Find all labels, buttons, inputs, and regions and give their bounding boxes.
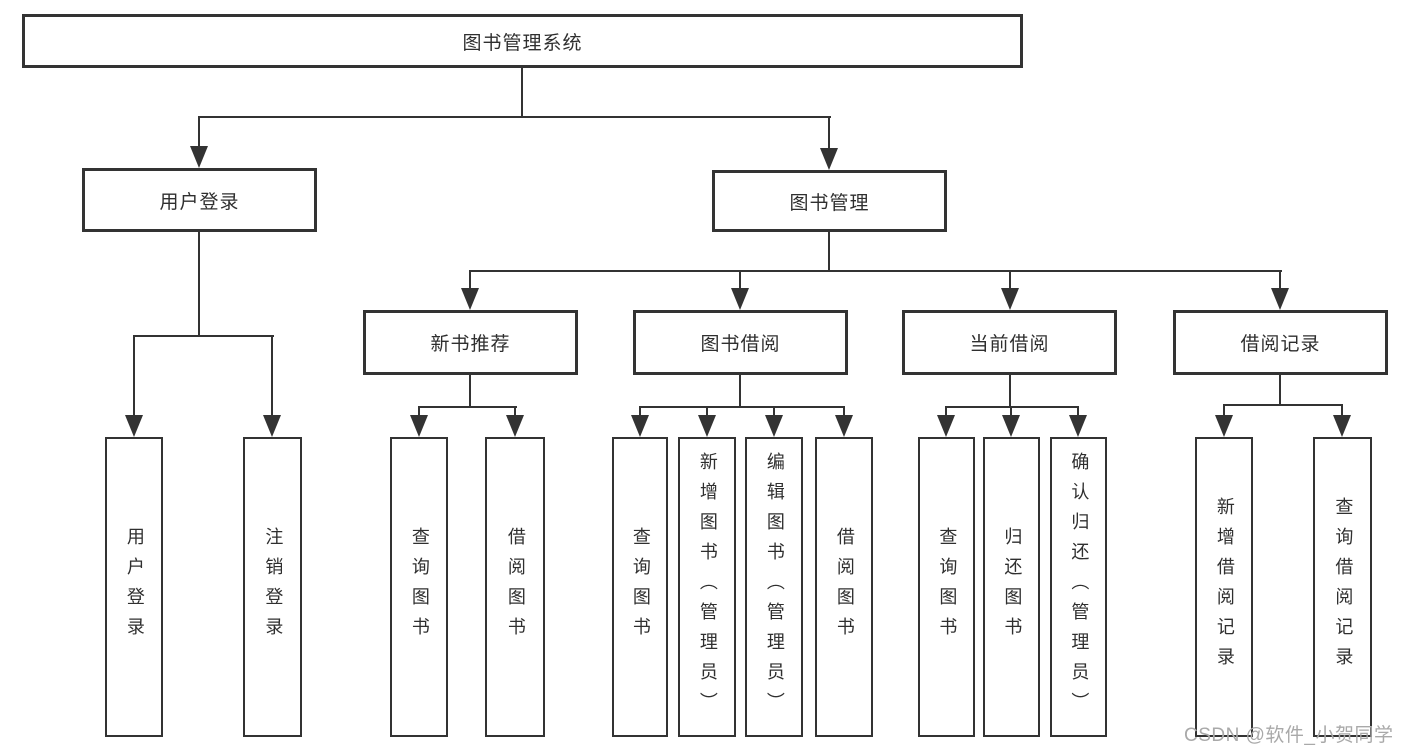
- leaf-label: 归还图书: [1002, 527, 1023, 647]
- connector-hline: [639, 406, 845, 408]
- connector-vline: [469, 375, 471, 408]
- watermark: CSDN @软件_小贺同学: [1184, 725, 1394, 746]
- connector-vline: [843, 406, 845, 417]
- node-book-borrow: 图书借阅: [633, 310, 848, 375]
- node-label: 新书推荐: [430, 334, 511, 355]
- leaf-nb-borrow-book: 借阅图书: [485, 437, 545, 737]
- leaf-bb-add-book-admin: 新增图书（管理员）: [678, 437, 736, 737]
- node-label: 借阅记录: [1240, 334, 1321, 355]
- node-label: 用户登录: [159, 191, 240, 213]
- leaf-cb-return-book: 归还图书: [983, 437, 1040, 737]
- connector-hline: [469, 270, 1282, 272]
- connector-vline: [469, 270, 471, 292]
- connector-vline: [1279, 375, 1281, 406]
- connector-vline: [1341, 404, 1343, 417]
- connector-vline: [639, 406, 641, 417]
- leaf-label: 注销登录: [263, 527, 284, 647]
- leaf-bb-edit-book-admin: 编辑图书（管理员）: [745, 437, 803, 737]
- connector-vline: [739, 375, 741, 408]
- leaf-bb-borrow-book: 借阅图书: [815, 437, 873, 737]
- connector-vline: [828, 232, 830, 272]
- leaf-label: 查询图书: [630, 527, 651, 647]
- arrowhead-down-icon: [506, 415, 524, 437]
- node-label: 图书管理: [789, 192, 870, 214]
- connector-vline: [198, 232, 200, 337]
- leaf-label: 借阅图书: [834, 527, 855, 647]
- connector-vline: [739, 270, 741, 292]
- leaf-cb-confirm-return-admin: 确认归还（管理员）: [1050, 437, 1107, 737]
- connector-vline: [1009, 270, 1011, 292]
- arrowhead-down-icon: [461, 288, 479, 310]
- arrowhead-down-icon: [263, 415, 281, 437]
- arrowhead-down-icon: [1333, 415, 1351, 437]
- leaf-label: 借阅图书: [505, 527, 526, 647]
- leaf-label: 新增借阅记录: [1214, 497, 1235, 677]
- connector-vline: [1009, 375, 1011, 408]
- arrowhead-down-icon: [835, 415, 853, 437]
- node-label: 图书管理系统: [462, 32, 583, 54]
- arrowhead-down-icon: [1271, 288, 1289, 310]
- node-current-borrow: 当前借阅: [902, 310, 1117, 375]
- arrowhead-down-icon: [937, 415, 955, 437]
- connector-vline: [1223, 404, 1225, 417]
- node-book-management: 图书管理: [712, 170, 947, 232]
- connector-vline: [1279, 270, 1281, 292]
- arrowhead-down-icon: [820, 148, 838, 170]
- leaf-logout: 注销登录: [243, 437, 302, 737]
- connector-hline: [1223, 404, 1343, 406]
- connector-vline: [514, 406, 516, 417]
- leaf-nb-query-book: 查询图书: [390, 437, 448, 737]
- leaf-cb-query-book: 查询图书: [918, 437, 975, 737]
- connector-hline: [133, 335, 274, 337]
- node-library-system: 图书管理系统: [22, 14, 1023, 68]
- arrowhead-down-icon: [1002, 415, 1020, 437]
- arrowhead-down-icon: [765, 415, 783, 437]
- connector-vline: [198, 116, 200, 148]
- node-borrow-records: 借阅记录: [1173, 310, 1388, 375]
- connector-vline: [773, 406, 775, 417]
- leaf-label: 查询图书: [409, 527, 430, 647]
- leaf-br-add-record: 新增借阅记录: [1195, 437, 1253, 737]
- arrowhead-down-icon: [631, 415, 649, 437]
- connector-hline: [945, 406, 1079, 408]
- connector-vline: [418, 406, 420, 417]
- connector-vline: [521, 68, 523, 118]
- connector-vline: [1010, 406, 1012, 417]
- node-label: 当前借阅: [969, 334, 1050, 355]
- arrowhead-down-icon: [1001, 288, 1019, 310]
- connector-vline: [133, 335, 135, 417]
- leaf-label: 编辑图书（管理员）: [764, 452, 785, 722]
- leaf-br-query-record: 查询借阅记录: [1313, 437, 1372, 737]
- leaf-label: 查询借阅记录: [1333, 497, 1354, 677]
- arrowhead-down-icon: [731, 288, 749, 310]
- connector-vline: [945, 406, 947, 417]
- connector-hline: [199, 116, 831, 118]
- node-new-book-recommend: 新书推荐: [363, 310, 578, 375]
- leaf-bb-query-book: 查询图书: [612, 437, 668, 737]
- arrowhead-down-icon: [1215, 415, 1233, 437]
- node-user-login: 用户登录: [82, 168, 317, 232]
- arrowhead-down-icon: [1069, 415, 1087, 437]
- arrowhead-down-icon: [698, 415, 716, 437]
- leaf-label: 新增图书（管理员）: [697, 452, 718, 722]
- arrowhead-down-icon: [125, 415, 143, 437]
- connector-vline: [706, 406, 708, 417]
- arrowhead-down-icon: [410, 415, 428, 437]
- connector-vline: [828, 116, 830, 150]
- arrowhead-down-icon: [190, 146, 208, 168]
- connector-vline: [1077, 406, 1079, 417]
- node-label: 图书借阅: [700, 334, 781, 355]
- leaf-label: 用户登录: [124, 527, 145, 647]
- connector-vline: [271, 335, 273, 417]
- connector-hline: [418, 406, 517, 408]
- leaf-label: 查询图书: [937, 527, 958, 647]
- leaf-label: 确认归还（管理员）: [1069, 452, 1090, 722]
- leaf-user-login: 用户登录: [105, 437, 163, 737]
